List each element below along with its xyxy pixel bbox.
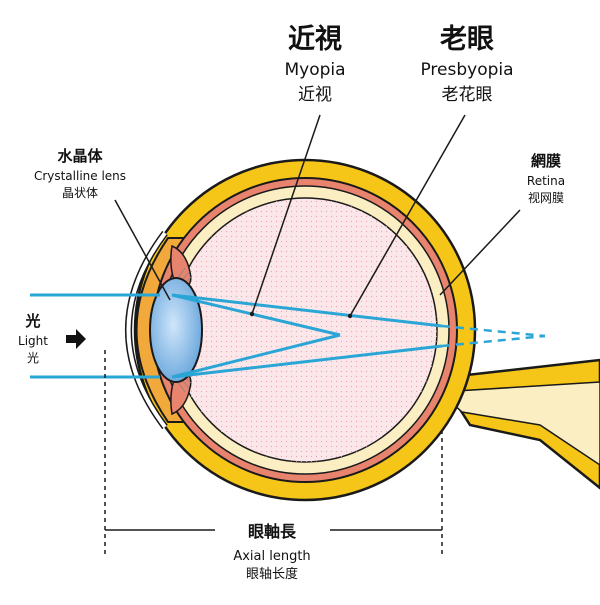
cornea-highlight (126, 231, 167, 429)
label-retina-ja: 網膜 (531, 152, 561, 170)
optic-nerve-inner (438, 381, 600, 466)
light-rays (30, 293, 443, 379)
leader-lines (114, 114, 521, 317)
leader-lens (114, 199, 171, 301)
label-lens-ja: 水晶体 (57, 147, 103, 165)
vitreous-texture (173, 198, 437, 462)
ray-presbyopia-bottom (171, 344, 443, 379)
label-light-en: Light (18, 334, 48, 348)
light-rays-virtual (441, 324, 546, 348)
label-presbyopia-en: Presbyopia (420, 60, 513, 80)
ray-myopia-bottom (171, 333, 341, 379)
ray-presbyopia-top (171, 293, 443, 328)
crystalline-lens (149, 277, 203, 383)
ray-virtual-bottom (441, 334, 546, 348)
label-light-ja: 光 (24, 312, 40, 330)
presbyopia-focus-point (347, 313, 353, 319)
axial-length-markers (104, 350, 443, 555)
myopia-focus-point (249, 311, 255, 317)
label-lens-en: Crystalline lens (34, 169, 126, 183)
ray-myopia-top (171, 293, 341, 337)
label-lens-zh: 晶状体 (62, 186, 98, 200)
label-presbyopia-zh: 老花眼 (442, 85, 493, 105)
leader-myopia (251, 114, 321, 315)
label-axial-zh: 眼轴长度 (246, 566, 298, 582)
label-light-zh: 光 (27, 351, 39, 365)
label-myopia-zh: 近视 (298, 85, 332, 105)
ray-virtual-top (441, 324, 546, 338)
leader-retina (439, 209, 521, 296)
label-retina-zh: 视网膜 (528, 190, 564, 205)
label-myopia-en: Myopia (284, 60, 345, 80)
leader-presbyopia (349, 114, 466, 317)
label-retina-en: Retina (527, 174, 565, 188)
label-myopia-ja: 近視 (288, 24, 342, 55)
label-axial-ja: 眼軸長 (248, 522, 297, 541)
right-arrow-icon (66, 329, 86, 349)
label-presbyopia-ja: 老眼 (440, 24, 494, 55)
label-axial-en: Axial length (233, 549, 310, 564)
